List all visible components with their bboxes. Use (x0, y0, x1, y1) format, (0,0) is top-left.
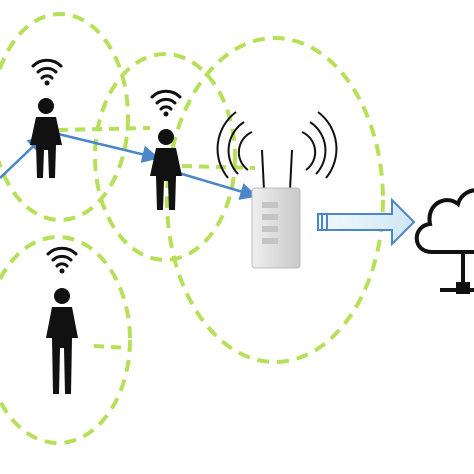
person-icon (150, 129, 182, 210)
zone-user-center (93, 52, 237, 262)
coverage-zones (0, 12, 385, 445)
user-center (150, 89, 182, 210)
uplink-arrow (317, 197, 416, 247)
dashed-link-center-to-ap (181, 164, 256, 170)
wifi-icon (150, 89, 182, 117)
router-icon (251, 187, 301, 269)
cloud-icon (414, 188, 474, 294)
blue-link-top-to-center (49, 130, 160, 163)
person-icon (30, 98, 62, 178)
user-top-left (30, 58, 63, 178)
access-point (216, 111, 338, 269)
dashed-link-bottom (93, 344, 131, 350)
user-bottom-left (46, 246, 78, 394)
zone-user-top-left (0, 12, 130, 222)
wifi-icon (31, 58, 63, 86)
antenna-icon (216, 111, 338, 191)
zone-access-point (165, 36, 385, 364)
person-icon (46, 288, 78, 394)
wifi-icon (46, 246, 78, 274)
dashed-link-top-to-center (57, 126, 151, 132)
zone-user-bottom-left (0, 235, 132, 445)
